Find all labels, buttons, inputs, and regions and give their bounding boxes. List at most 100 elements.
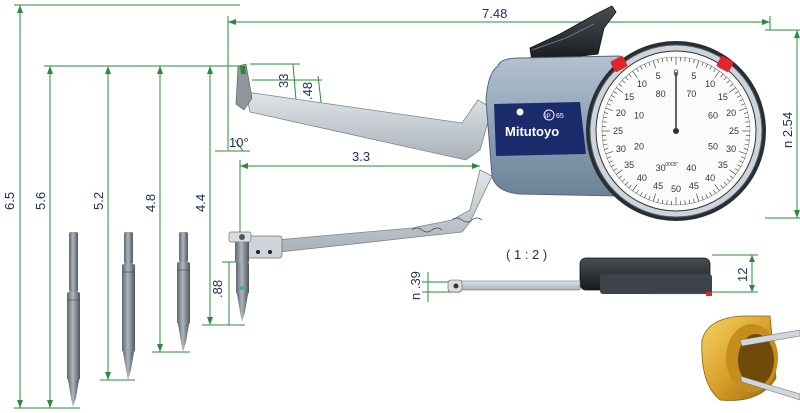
dial-tick bbox=[738, 107, 747, 111]
dial-tick bbox=[666, 200, 668, 205]
gauge-body bbox=[485, 55, 621, 197]
dial-tick bbox=[621, 178, 626, 182]
dial-tick bbox=[644, 63, 647, 68]
label-scale: ( 1 : 2 ) bbox=[506, 247, 547, 262]
dial-tick bbox=[618, 83, 623, 87]
dial-outer-number: 45 bbox=[653, 181, 663, 191]
dial-outer-number: 50 bbox=[671, 184, 681, 194]
dial-resolution: .0005" bbox=[664, 162, 679, 168]
dial-tick bbox=[723, 76, 727, 81]
side-view bbox=[447, 257, 712, 296]
dial-tick bbox=[726, 178, 731, 182]
dial-tick bbox=[745, 139, 750, 141]
label-total-height: 6.5 bbox=[2, 192, 17, 210]
dial-tick bbox=[734, 168, 739, 171]
dial-tick bbox=[604, 112, 609, 114]
label-tip-33: 33 bbox=[276, 74, 291, 88]
dial-tick bbox=[737, 164, 741, 167]
dial-tick bbox=[652, 60, 656, 69]
dial-tick bbox=[636, 189, 639, 194]
dial-outer-number: 25 bbox=[729, 126, 739, 136]
dial-outer-number: 35 bbox=[624, 160, 634, 170]
dial-outer-number: 10 bbox=[705, 79, 715, 89]
dial-tick bbox=[632, 70, 638, 78]
label-dial-diameter: n 2.54 bbox=[780, 112, 795, 148]
dial-tick bbox=[613, 91, 618, 94]
dial-inner-number: 40 bbox=[686, 163, 696, 173]
dial-tick bbox=[648, 195, 651, 200]
label-probe-56: 5.6 bbox=[33, 192, 48, 210]
dial-outer-number: 40 bbox=[637, 173, 647, 183]
dial-tick bbox=[705, 194, 708, 199]
dial-tick bbox=[714, 184, 720, 192]
dial-tick bbox=[743, 112, 748, 114]
dial-tick bbox=[652, 193, 656, 202]
dial-tick bbox=[745, 121, 750, 123]
dial-outer-number: 30 bbox=[726, 144, 736, 154]
label-angle: 10° bbox=[229, 135, 249, 150]
dial-tick bbox=[723, 181, 727, 186]
dial-tick bbox=[632, 184, 638, 192]
dial-outer-number: 5 bbox=[656, 71, 661, 81]
probe-tip-56 bbox=[67, 232, 80, 407]
dial-tick bbox=[608, 160, 613, 163]
dial-tick bbox=[693, 198, 695, 203]
dial-tick bbox=[628, 73, 632, 78]
dial-inner-number: 50 bbox=[708, 141, 718, 151]
dimension-lines bbox=[14, 4, 800, 409]
dial-tick bbox=[688, 58, 691, 63]
dial-tick bbox=[714, 70, 720, 78]
dial-tick bbox=[607, 156, 612, 159]
dial-tick bbox=[608, 99, 613, 102]
dial-tick bbox=[636, 68, 639, 73]
dial-inner-number: 10 bbox=[634, 111, 644, 121]
dial-tick bbox=[740, 156, 745, 159]
dial-tick bbox=[713, 68, 716, 73]
dial-tick bbox=[644, 194, 647, 199]
dial-tick bbox=[713, 189, 716, 194]
dial-inner-number: 30 bbox=[656, 163, 666, 173]
dial-tick bbox=[729, 175, 734, 179]
dial-tick bbox=[739, 160, 744, 163]
dial-tick bbox=[740, 103, 745, 106]
dial-tick bbox=[738, 151, 747, 155]
dial-outer-number: 30 bbox=[616, 144, 626, 154]
dial-outer-number: 15 bbox=[718, 92, 728, 102]
label-jaw-39: n .39 bbox=[408, 271, 423, 300]
dial-tick bbox=[657, 59, 659, 64]
dial-tick bbox=[605, 151, 614, 155]
dial-inner-number: 20 bbox=[634, 141, 644, 151]
dial-outer-number: 5 bbox=[691, 71, 696, 81]
lever bbox=[529, 5, 617, 63]
limit-marker-left bbox=[610, 56, 628, 72]
dial-tick bbox=[720, 184, 724, 189]
label-probe-48: 4.8 bbox=[143, 194, 158, 212]
dial-labels: 0510152025303540455045403530252015105807… bbox=[613, 68, 739, 194]
dial-outer-number: 15 bbox=[624, 92, 634, 102]
dial-tick bbox=[607, 103, 612, 106]
dial-tick bbox=[729, 169, 737, 175]
probe-tip-52 bbox=[122, 232, 135, 380]
label-reach: 3.3 bbox=[352, 149, 370, 164]
dial-outer-number: 40 bbox=[705, 173, 715, 183]
ip-rating-label: IP bbox=[545, 114, 551, 120]
dial-tick bbox=[603, 143, 608, 146]
brand-logo: Mitutoyo bbox=[505, 124, 559, 139]
dial-tick bbox=[709, 66, 712, 70]
dial-tick bbox=[729, 83, 734, 87]
ip-rating-number: 65 bbox=[556, 113, 564, 120]
dial-tick bbox=[611, 164, 615, 167]
dial-outer-number: 20 bbox=[726, 108, 736, 118]
dial-tick bbox=[684, 200, 686, 205]
dial-tick bbox=[739, 99, 744, 102]
dial-tick bbox=[618, 175, 623, 179]
dial-tick bbox=[666, 57, 668, 62]
dial-tick bbox=[640, 192, 643, 196]
dial-tick bbox=[684, 57, 686, 62]
dial-tick bbox=[602, 139, 607, 141]
label-probe-52: 5.2 bbox=[91, 192, 106, 210]
dial-outer-number: 10 bbox=[637, 79, 647, 89]
dial-tick bbox=[661, 199, 664, 204]
